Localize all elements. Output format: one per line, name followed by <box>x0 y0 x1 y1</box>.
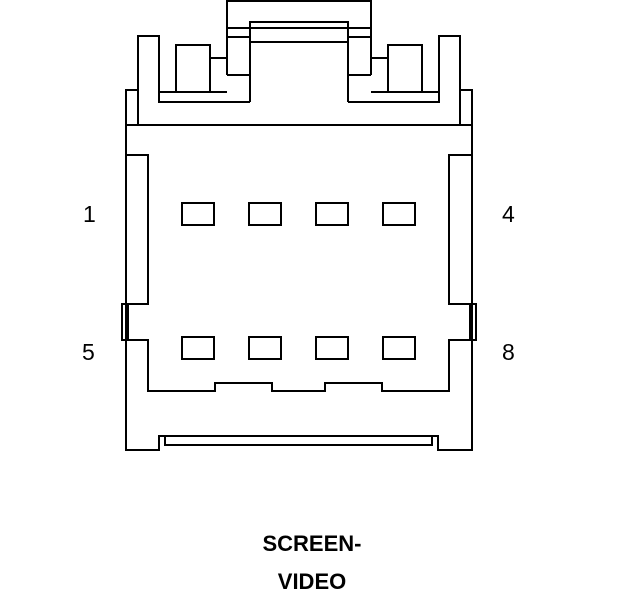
pin-cavity <box>248 336 282 360</box>
pin-cavity <box>315 202 349 226</box>
pin-cavity <box>248 202 282 226</box>
main-housing <box>121 124 477 451</box>
caption-line-1: SCREEN- <box>262 531 362 556</box>
pin-label-4: 4 <box>502 201 515 227</box>
caption-line-2: VIDEO <box>277 569 347 594</box>
pin-label-5: 5 <box>82 339 95 365</box>
pin-row-top <box>181 202 416 226</box>
pin-cavity <box>382 202 416 226</box>
pin-cavity <box>181 336 215 360</box>
pin-cavity <box>382 336 416 360</box>
pin-cavity <box>181 202 215 226</box>
pin-row-bottom <box>181 336 416 360</box>
pin-label-8: 8 <box>502 339 515 365</box>
pin-cavity <box>315 336 349 360</box>
upper-housing <box>125 35 473 126</box>
top-latch <box>226 0 372 102</box>
pin-label-1: 1 <box>83 201 96 227</box>
